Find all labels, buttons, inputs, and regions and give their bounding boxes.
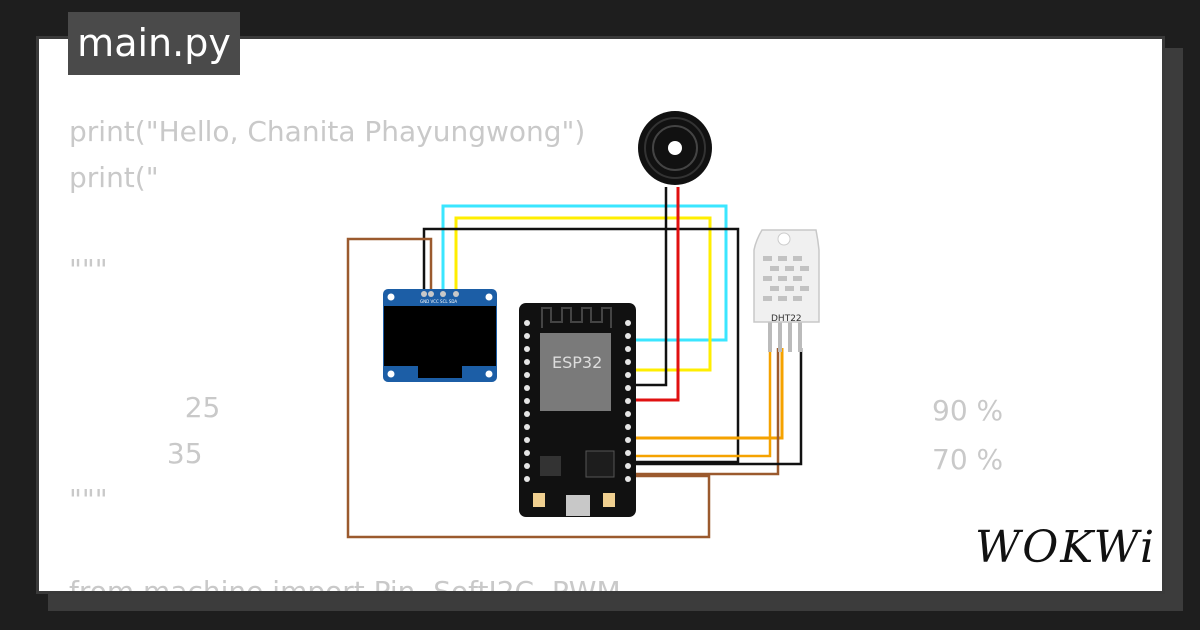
wire-red	[628, 187, 680, 402]
wokwi-logo[interactable]: WOKWi	[975, 522, 1157, 573]
humidity-value: 90 %	[932, 394, 1004, 427]
wire-black-dht	[628, 348, 803, 466]
esp32-label: ESP32	[552, 353, 602, 372]
code-line: 35	[69, 437, 203, 470]
oled-display: GND VCC SCL SDA	[383, 289, 497, 382]
wire-orange	[628, 348, 784, 440]
code-line: from machine import Pin, SoftI2C, PWM	[69, 575, 621, 594]
esp32-pins-left	[524, 320, 530, 482]
code-line: print("Hello, Chanita Phayungwong")	[69, 115, 586, 148]
file-tab[interactable]: main.py	[68, 12, 240, 75]
code-line: """	[69, 253, 108, 286]
wire-brown-2	[628, 348, 780, 476]
dht22-sensor: DHT22	[753, 229, 820, 352]
wire-brown	[346, 237, 711, 539]
oled-pin-labels: GND VCC SCL SDA	[420, 299, 457, 304]
code-line: """	[69, 483, 108, 516]
wire-cyan	[441, 204, 728, 342]
code-line: print("	[69, 161, 159, 194]
buzzer-icon	[638, 111, 712, 185]
dht22-label: DHT22	[771, 314, 802, 324]
wire-orange-2	[628, 348, 772, 458]
wire-black-buzzer	[628, 187, 668, 387]
code-line: 25	[69, 391, 221, 424]
wire-black-vcc	[422, 227, 740, 464]
wire-yellow	[454, 216, 712, 372]
humidity-value: 70 %	[932, 443, 1004, 476]
esp32-board: ESP32	[519, 303, 636, 517]
esp32-pins-right	[625, 320, 631, 482]
